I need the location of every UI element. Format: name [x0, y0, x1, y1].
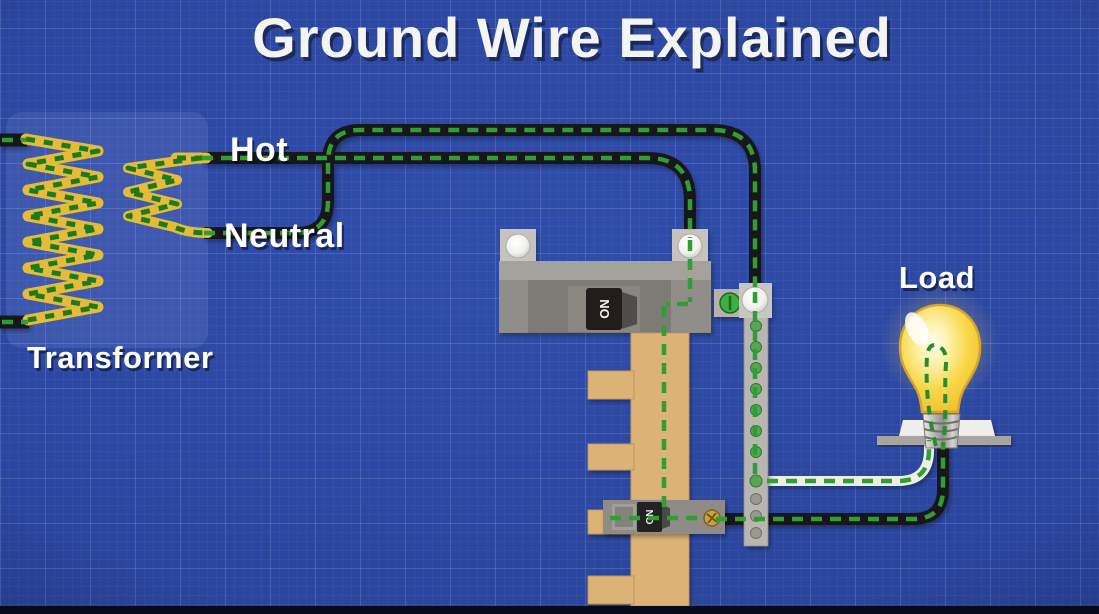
current-flow-dashes	[2, 127, 949, 522]
coil-current-dashes	[25, 136, 209, 323]
load-light-bulb	[877, 285, 1011, 449]
bus-bar-stab	[587, 443, 635, 471]
letterbox-bar	[0, 606, 1099, 614]
page-title: Ground Wire Explained	[252, 6, 892, 69]
switch-handle-side	[662, 505, 670, 529]
main-breaker-top-band	[499, 261, 711, 280]
dash-load-hot	[716, 444, 946, 522]
bulb-filament-dash	[924, 343, 949, 447]
label-neutral: Neutral	[224, 217, 345, 255]
branch-breaker-inset-inner	[615, 507, 633, 527]
glass-highlight	[905, 312, 929, 346]
screw-base-ridges	[923, 420, 960, 441]
transformer	[20, 133, 213, 326]
label-transformer: Transformer	[27, 340, 214, 375]
bus-bar-column	[630, 332, 690, 607]
bus-bar-stab	[587, 575, 635, 605]
dash-load-neutral	[767, 440, 932, 484]
bus-bar-stab	[587, 370, 635, 400]
hot-bus-bar	[587, 332, 690, 607]
dash-hot	[202, 155, 693, 238]
screw-slot	[706, 512, 718, 524]
main-breaker: ON	[499, 229, 711, 333]
main-breaker-on-label: ON	[597, 299, 612, 319]
load-neutral-wire	[767, 440, 934, 486]
dash-neutral	[204, 127, 758, 288]
label-hot: Hot	[230, 131, 289, 169]
switch-handle-side	[622, 292, 637, 329]
main-breaker-switch	[586, 288, 622, 330]
ground-bar-screws	[750, 493, 762, 539]
terminal-lug-icon	[505, 233, 531, 259]
label-load: Load	[899, 260, 976, 295]
